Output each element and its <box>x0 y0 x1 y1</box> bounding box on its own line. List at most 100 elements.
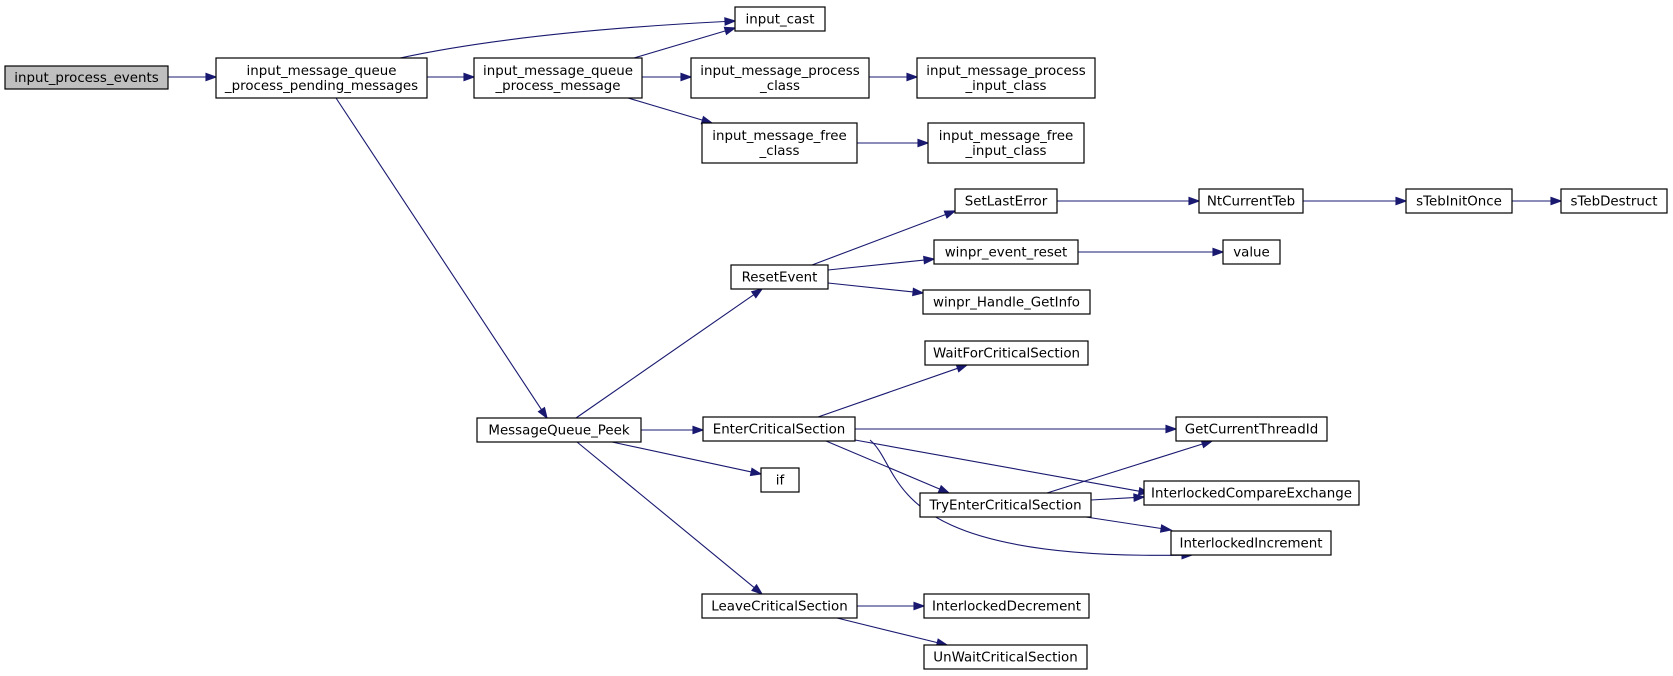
edge-arrowhead <box>1165 424 1178 434</box>
edge-input_message_queue_process_pending_messages-to-MessageQueue_Peek <box>335 97 548 420</box>
node-input_process_events[interactable]: input_process_events <box>4 65 169 90</box>
edge-line <box>827 259 925 271</box>
edge-input_message_queue_process_message-to-input_message_process_class <box>642 72 693 82</box>
edge-line <box>633 30 726 59</box>
edge-line <box>576 441 755 589</box>
edge-line <box>817 367 958 418</box>
node-label: LeaveCriticalSection <box>711 600 847 615</box>
node-label: input_message_process <box>926 64 1085 79</box>
node-box <box>954 188 1058 214</box>
edge-input_message_queue_process_message-to-input_cast <box>633 26 737 59</box>
node-TryEnterCriticalSection[interactable]: TryEnterCriticalSection <box>919 492 1092 518</box>
node-label: InterlockedIncrement <box>1180 537 1323 552</box>
edge-arrowhead <box>692 425 705 435</box>
edge-input_message_free_class-to-input_message_free_input_class <box>857 138 930 148</box>
node-label: input_message_queue <box>247 64 397 79</box>
node-label: MessageQueue_Peek <box>488 424 629 439</box>
edge-arrowhead <box>680 72 693 82</box>
node-box <box>922 289 1091 315</box>
edge-arrowhead <box>1200 439 1214 449</box>
node-input_message_process_input_class[interactable]: input_message_process_input_class <box>916 57 1096 99</box>
edge-input_message_queue_process_message-to-input_message_free_class <box>627 97 714 125</box>
edge-arrowhead <box>749 467 763 477</box>
node-label: input_process_events <box>14 71 158 86</box>
edge-MessageQueue_Peek-to-EnterCriticalSection <box>641 425 705 435</box>
node-ResetEvent[interactable]: ResetEvent <box>730 264 829 290</box>
node-box <box>473 57 643 99</box>
node-label: winpr_Handle_GetInfo <box>933 296 1080 311</box>
edge-EnterCriticalSection-to-GetCurrentThreadId <box>855 424 1178 434</box>
node-box <box>1175 416 1328 442</box>
node-label: input_message_free <box>712 129 846 144</box>
node-input_cast[interactable]: input_cast <box>734 6 826 32</box>
edge-arrowhead <box>1159 524 1173 533</box>
node-MessageQueue_Peek[interactable]: MessageQueue_Peek <box>476 417 642 443</box>
node-GetCurrentThreadId[interactable]: GetCurrentThreadId <box>1175 416 1328 442</box>
edge-MessageQueue_Peek-to-LeaveCriticalSection <box>576 441 764 596</box>
node-input_message_queue_process_message[interactable]: input_message_queue_process_message <box>473 57 643 99</box>
node-box <box>476 417 642 443</box>
node-EnterCriticalSection[interactable]: EnterCriticalSection <box>702 416 856 442</box>
node-box <box>923 593 1090 619</box>
node-SetLastError[interactable]: SetLastError <box>954 188 1058 214</box>
node-InterlockedDecrement[interactable]: InterlockedDecrement <box>923 593 1090 619</box>
edge-line <box>1090 497 1135 501</box>
node-winpr_event_reset[interactable]: winpr_event_reset <box>933 239 1079 265</box>
edge-EnterCriticalSection-to-WaitForCriticalSection <box>817 364 969 418</box>
edge-line <box>1085 516 1162 530</box>
node-LeaveCriticalSection[interactable]: LeaveCriticalSection <box>701 593 858 619</box>
edge-arrowhead <box>723 26 737 36</box>
node-box <box>933 239 1079 265</box>
edge-arrowhead <box>1188 196 1201 206</box>
edge-sTebInitOnce-to-sTebDestruct <box>1512 196 1563 206</box>
edge-arrowhead <box>205 72 218 82</box>
node-label: value <box>1233 246 1270 261</box>
node-sTebInitOnce[interactable]: sTebInitOnce <box>1405 188 1513 214</box>
edge-input_message_queue_process_pending_messages-to-input_cast <box>399 17 737 59</box>
node-winpr_Handle_GetInfo[interactable]: winpr_Handle_GetInfo <box>922 289 1091 315</box>
edge-TryEnterCriticalSection-to-GetCurrentThreadId <box>1046 439 1214 494</box>
edge-line <box>854 439 1140 492</box>
node-InterlockedCompareExchange[interactable]: InterlockedCompareExchange <box>1143 480 1360 506</box>
edge-input_process_events-to-input_message_queue_process_pending_messages <box>168 72 218 82</box>
edge-winpr_event_reset-to-value <box>1078 247 1225 257</box>
edge-LeaveCriticalSection-to-UnWaitCriticalSection <box>836 617 949 647</box>
edge-line <box>575 294 755 419</box>
node-value[interactable]: value <box>1222 239 1281 265</box>
edge-line <box>335 97 542 410</box>
node-box <box>215 57 428 99</box>
node-if[interactable]: if <box>760 467 800 493</box>
edge-arrowhead <box>1212 247 1225 257</box>
node-WaitForCriticalSection[interactable]: WaitForCriticalSection <box>924 340 1089 366</box>
node-sTebDestruct[interactable]: sTebDestruct <box>1560 188 1668 214</box>
edge-line <box>611 441 752 473</box>
node-label: InterlockedCompareExchange <box>1151 487 1352 502</box>
call-edges <box>168 17 1563 647</box>
edge-arrowhead <box>463 72 476 82</box>
edge-arrowhead <box>1550 196 1563 206</box>
edge-EnterCriticalSection-to-InterlockedCompareExchange <box>854 439 1151 496</box>
edge-arrowhead <box>751 583 764 596</box>
node-label: NtCurrentTeb <box>1207 195 1295 210</box>
node-label: input_cast <box>746 13 815 28</box>
edge-line <box>825 440 941 490</box>
node-input_message_free_class[interactable]: input_message_free_class <box>701 122 858 164</box>
node-input_message_process_class[interactable]: input_message_process_class <box>690 57 870 99</box>
edge-arrowhead <box>750 288 764 299</box>
node-label: sTebInitOnce <box>1416 195 1502 210</box>
node-label: _class <box>759 144 800 159</box>
node-NtCurrentTeb[interactable]: NtCurrentTeb <box>1198 188 1304 214</box>
node-box <box>4 65 169 90</box>
node-label: EnterCriticalSection <box>713 423 846 438</box>
node-label: input_message_free <box>939 129 1073 144</box>
node-box <box>927 122 1085 164</box>
node-box <box>1222 239 1281 265</box>
edge-TryEnterCriticalSection-to-InterlockedIncrement <box>1085 516 1173 533</box>
node-UnWaitCriticalSection[interactable]: UnWaitCriticalSection <box>923 644 1088 670</box>
node-input_message_queue_process_pending_messages[interactable]: input_message_queue_process_pending_mess… <box>215 57 428 99</box>
edge-ResetEvent-to-SetLastError <box>811 210 957 266</box>
node-box <box>1560 188 1668 214</box>
node-input_message_free_input_class[interactable]: input_message_free_input_class <box>927 122 1085 164</box>
node-InterlockedIncrement[interactable]: InterlockedIncrement <box>1170 530 1332 556</box>
